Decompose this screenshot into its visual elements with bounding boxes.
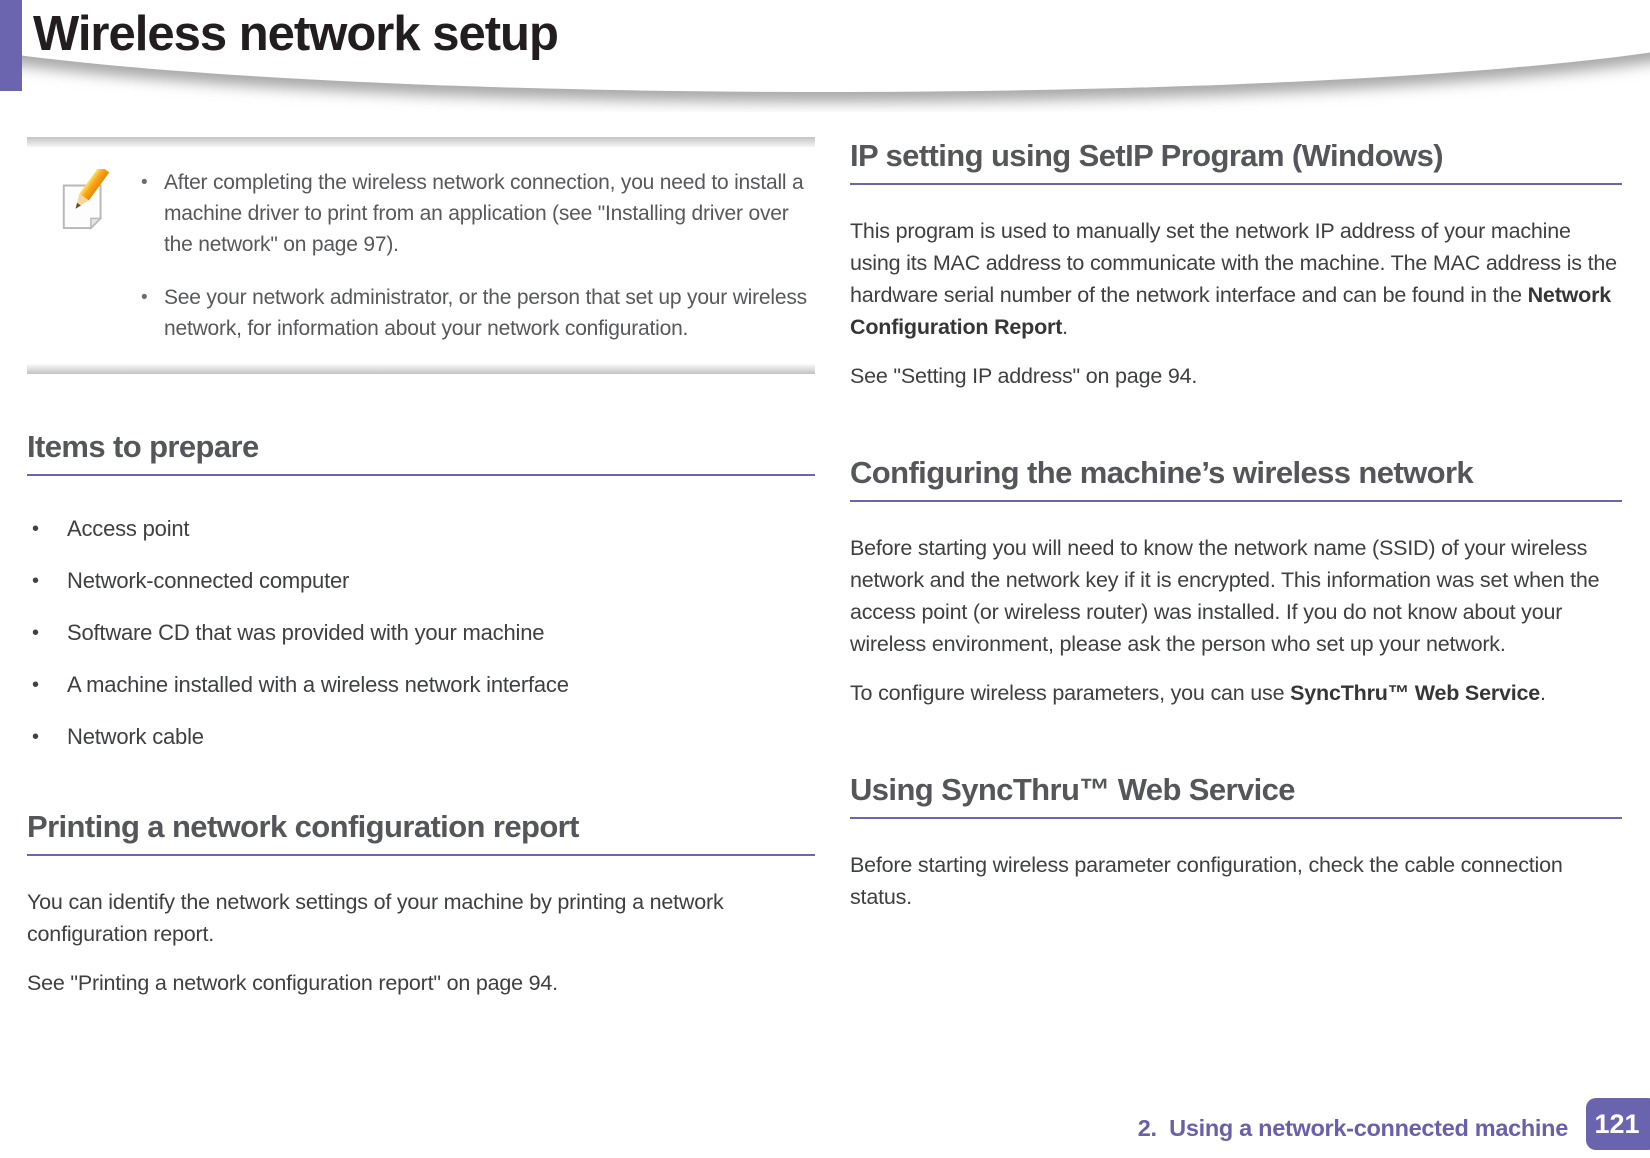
cross-reference: See "Setting IP address" on page 94.	[850, 364, 1198, 388]
page-title: Wireless network setup	[33, 7, 559, 61]
list-item: Network-connected computer	[27, 568, 815, 594]
text-run: .	[1062, 315, 1068, 339]
page-number: 121	[1594, 1108, 1640, 1139]
note-item: After completing the wireless network co…	[133, 167, 811, 260]
paragraph: To configure wireless parameters, you ca…	[850, 677, 1622, 709]
text-run: .	[1540, 681, 1546, 705]
section-heading: Using SyncThru™ Web Service	[850, 771, 1622, 819]
bold-term: SyncThru™ Web Service	[1290, 681, 1541, 705]
section-using-syncthru: Using SyncThru™ Web Service Before start…	[850, 771, 1622, 913]
section-printing-report: Printing a network configuration report …	[27, 808, 815, 999]
note-item: See your network administrator, or the p…	[133, 282, 811, 344]
page-content: After completing the wireless network co…	[27, 137, 1622, 1016]
section-configuring-wireless: Configuring the machine’s wireless netwo…	[850, 454, 1622, 709]
items-to-prepare-list: Access point Network-connected computer …	[27, 516, 815, 750]
section-heading: Printing a network configuration report	[27, 808, 815, 856]
bold-term: Network Configuration Report	[850, 283, 1612, 339]
paragraph: Before starting you will need to know th…	[850, 536, 1600, 656]
chapter-accent-bar	[0, 0, 22, 91]
note-box-bottom-rule	[27, 364, 815, 374]
paragraph: You can identify the network settings of…	[27, 890, 724, 946]
note-box-body: After completing the wireless network co…	[27, 147, 815, 364]
paragraph: This program is used to manually set the…	[850, 215, 1622, 343]
list-item: Software CD that was provided with your …	[27, 620, 815, 646]
list-item: Access point	[27, 516, 815, 542]
footer-chapter-label: 2. Using a network-connected machine	[1137, 1115, 1569, 1141]
page-number-badge: 121	[1586, 1098, 1650, 1150]
text-run: This program is used to manually set the…	[850, 219, 1617, 307]
section-heading: Configuring the machine’s wireless netwo…	[850, 454, 1622, 502]
note-list: After completing the wireless network co…	[133, 167, 811, 350]
section-ip-setting: IP setting using SetIP Program (Windows)…	[850, 137, 1622, 392]
right-column: IP setting using SetIP Program (Windows)…	[850, 137, 1622, 1016]
section-heading: IP setting using SetIP Program (Windows)	[850, 137, 1622, 185]
section-heading: Items to prepare	[27, 428, 815, 476]
note-box-top-rule	[27, 137, 815, 147]
list-item: A machine installed with a wireless netw…	[27, 672, 815, 698]
note-pencil-icon	[57, 165, 119, 350]
text-run: To configure wireless parameters, you ca…	[850, 681, 1291, 705]
note-box: After completing the wireless network co…	[27, 137, 815, 374]
section-items-to-prepare: Items to prepare Access point Network-co…	[27, 428, 815, 750]
left-column: After completing the wireless network co…	[27, 137, 815, 1016]
paragraph: Before starting wireless parameter confi…	[850, 853, 1563, 909]
list-item: Network cable	[27, 724, 815, 750]
cross-reference: See "Printing a network configuration re…	[27, 971, 558, 995]
